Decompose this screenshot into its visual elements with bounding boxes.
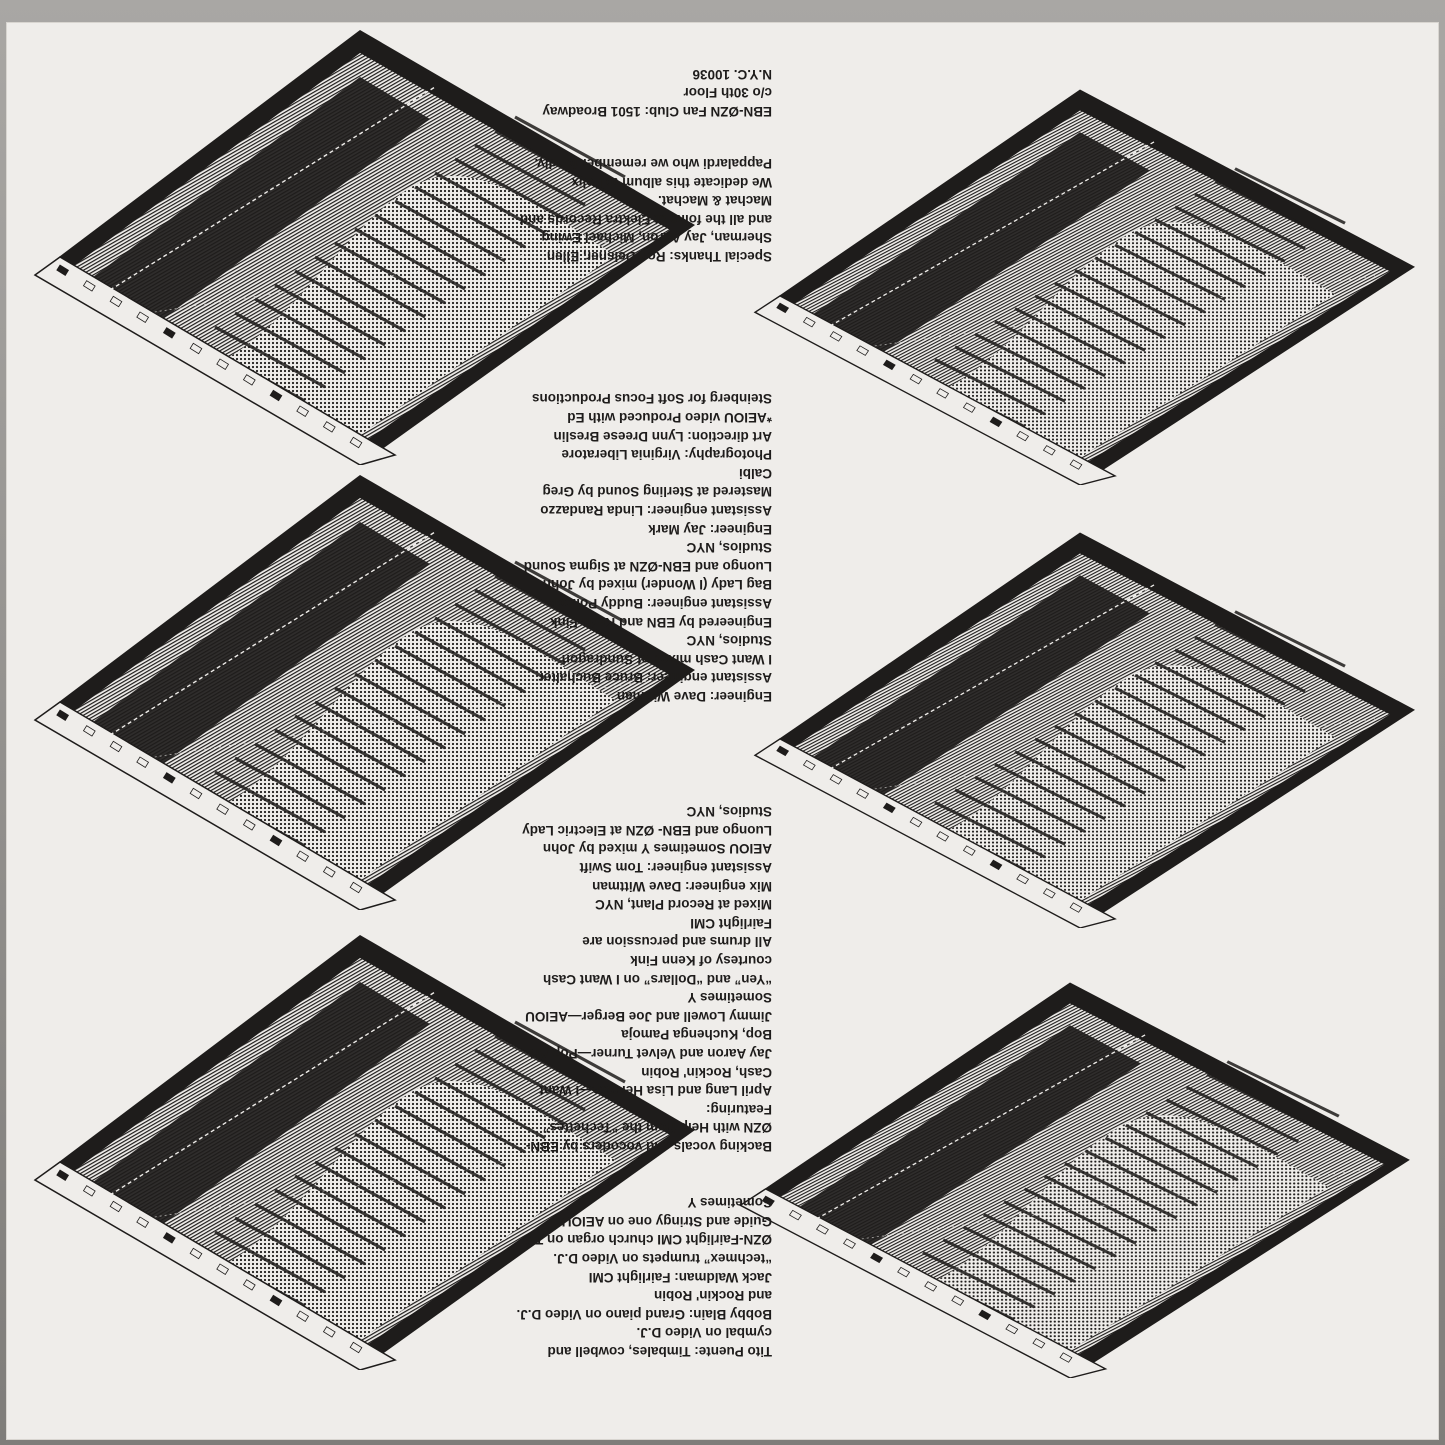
spectrogram-panel (33, 935, 695, 1370)
spectrogram-diamond (753, 532, 1415, 928)
spectrogram-diamond (753, 89, 1415, 485)
spectrogram-diamond (33, 935, 695, 1370)
spectrogram-panel (33, 30, 695, 465)
spectrogram-panel (753, 89, 1415, 485)
spectrogram-diamond (33, 475, 695, 910)
spectrogram-panel (753, 532, 1415, 928)
spectrogram-panel (33, 475, 695, 910)
spectrogram-diamond (33, 30, 695, 465)
spectrogram-panel (738, 982, 1410, 1378)
spectrogram-diamond (738, 982, 1410, 1378)
